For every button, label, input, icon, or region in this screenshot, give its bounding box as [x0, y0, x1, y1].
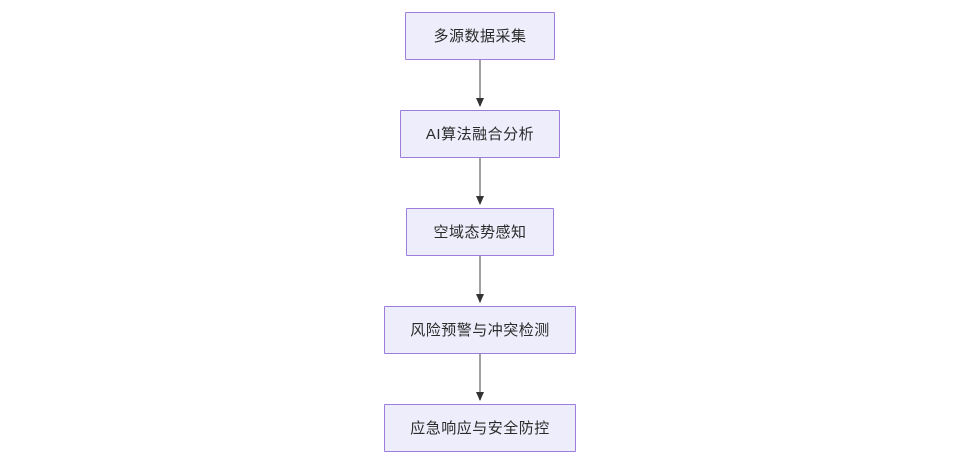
flow-node-emergency-response-safety-control[interactable]: 应急响应与安全防控	[384, 404, 576, 452]
flow-node-risk-warning-conflict-detection[interactable]: 风险预警与冲突检测	[384, 306, 576, 354]
flow-node-label: 应急响应与安全防控	[410, 419, 550, 437]
flow-node-ai-fusion-analysis[interactable]: AI算法融合分析	[400, 110, 560, 158]
flow-node-label: 风险预警与冲突检测	[410, 321, 550, 339]
flow-node-label: 多源数据采集	[433, 27, 527, 45]
flow-node-label: AI算法融合分析	[425, 125, 535, 143]
flow-node-airspace-situational-awareness[interactable]: 空域态势感知	[406, 208, 554, 256]
flow-node-data-collection[interactable]: 多源数据采集	[405, 12, 555, 60]
flow-node-label: 空域态势感知	[433, 223, 527, 241]
